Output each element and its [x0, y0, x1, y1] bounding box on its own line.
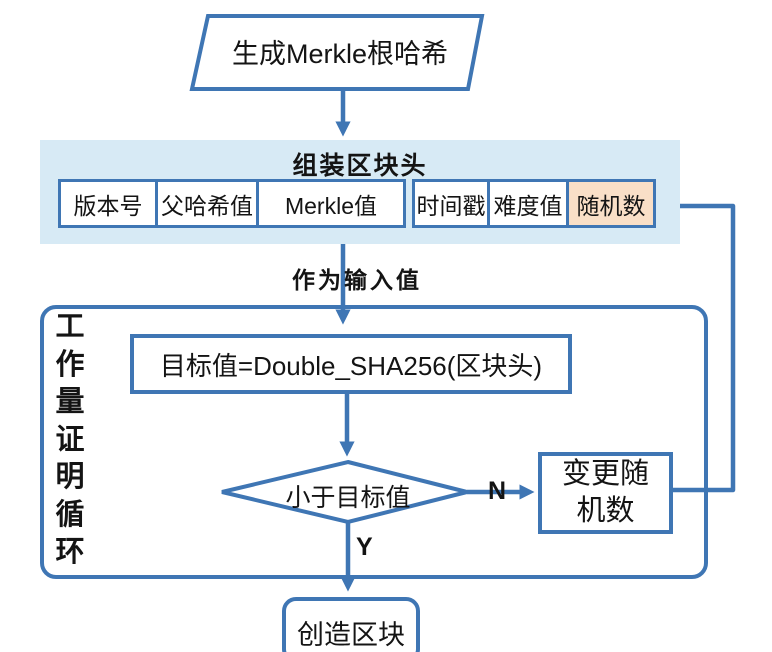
field-parent-hash: 父哈希值 — [155, 179, 259, 228]
pow-loop-container — [40, 305, 708, 579]
block-header-panel: 组装区块头 版本号 父哈希值 Merkle值 时间戳 难度值 随机数 — [40, 140, 680, 244]
change-nonce-line2: 机数 — [576, 495, 635, 527]
decision-node-label: 小于目标值 — [285, 484, 411, 512]
yes-branch-label: Y — [356, 533, 373, 561]
change-nonce-line1: 变更随 — [561, 458, 649, 490]
field-version: 版本号 — [58, 179, 158, 228]
block-header-title: 组装区块头 — [292, 152, 428, 180]
field-difficulty: 难度值 — [487, 179, 569, 228]
edge-label-as-input: 作为输入值 — [292, 267, 422, 293]
arrow-feedback-to-nonce-icon — [661, 198, 736, 493]
start-node-label: 生成Merkle根哈希 — [231, 39, 448, 69]
field-timestamp: 时间戳 — [412, 179, 490, 228]
pow-loop-label: 工作量证明循环 — [55, 311, 85, 568]
end-node: 创造区块 — [282, 597, 420, 652]
no-branch-label: N — [488, 477, 507, 505]
field-nonce: 随机数 — [566, 179, 656, 228]
start-parallelogram — [189, 14, 485, 91]
change-nonce-node: 变更随 机数 — [538, 452, 673, 534]
block-header-fields-row: 版本号 父哈希值 Merkle值 时间戳 难度值 随机数 — [58, 179, 656, 228]
formula-node: 目标值=Double_SHA256(区块头) — [130, 334, 572, 394]
field-merkle: Merkle值 — [256, 179, 406, 228]
